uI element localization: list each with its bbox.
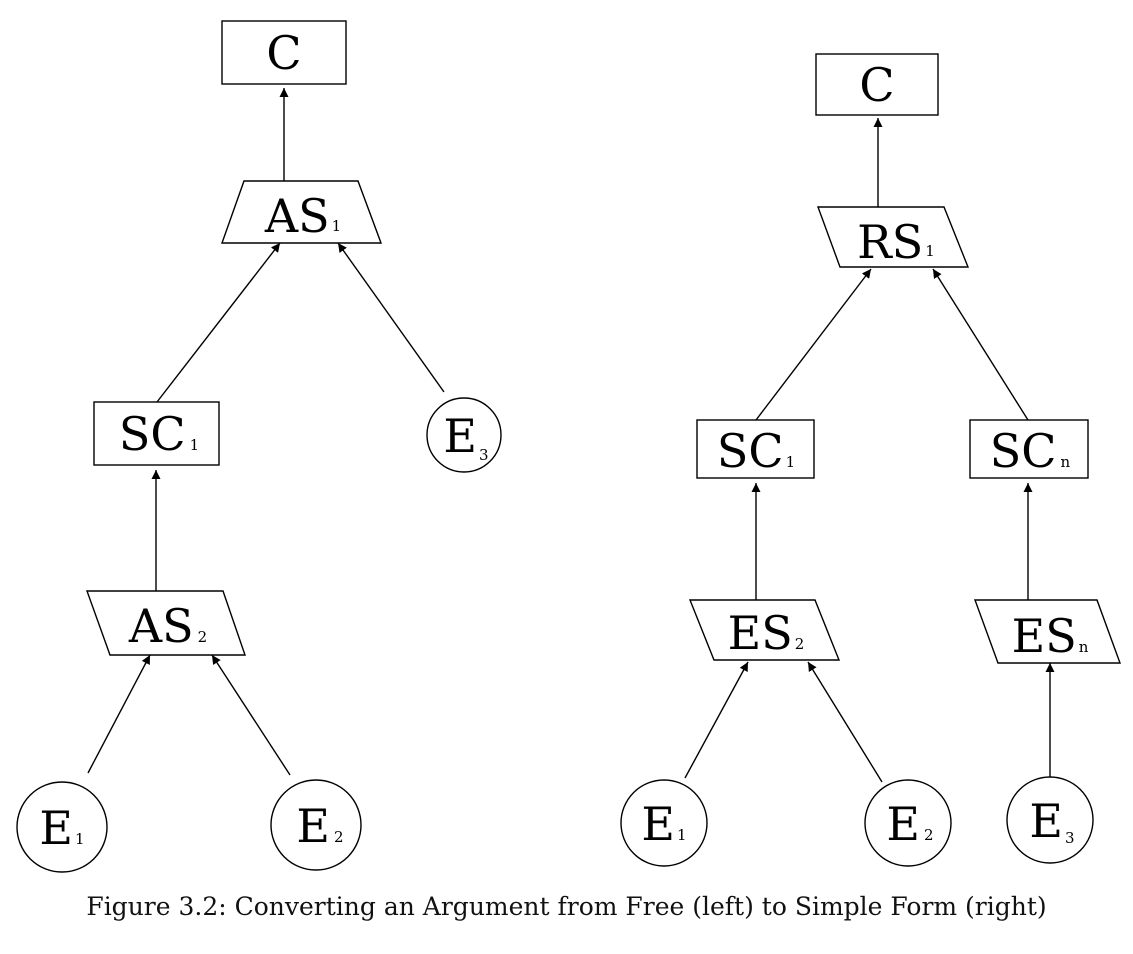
node-esn-right-subscript: n: [1079, 638, 1089, 656]
node-sc1-left-subscript: 1: [190, 436, 200, 454]
edge-sc1-to-as1-left: [156, 242, 281, 403]
node-as2-left-subscript: 2: [198, 628, 208, 646]
edge-e1-to-es2-right: [684, 661, 749, 779]
node-e3-left-label: E: [443, 409, 477, 463]
node-as1-left-subscript: 1: [332, 217, 342, 235]
node-c-left: C: [221, 20, 347, 85]
svg-text:SC1: SC1: [717, 424, 795, 478]
node-sc1-left-label: SC: [119, 407, 186, 461]
node-e1-left-subscript: 1: [75, 830, 85, 848]
svg-text:SC1: SC1: [119, 407, 199, 461]
node-e2-right-subscript: 2: [924, 826, 934, 844]
edge-scn-to-rs1-right: [932, 268, 1029, 421]
edge-e2-to-as2-left: [211, 654, 291, 776]
node-e1-right-label: E: [641, 797, 675, 851]
svg-text:AS1: AS1: [264, 189, 341, 243]
svg-text:ES2: ES2: [728, 606, 805, 660]
node-c-right: C: [815, 53, 939, 116]
edge-e1-to-as2-left: [87, 654, 151, 774]
node-scn-right-subscript: n: [1061, 453, 1071, 471]
svg-text:E3: E3: [443, 409, 488, 464]
node-rs1-right-subscript: 1: [925, 242, 935, 260]
edge-e3-to-as1-left: [337, 242, 445, 393]
node-c-left-label: C: [266, 26, 301, 80]
node-es2-right-label: ES: [728, 606, 793, 660]
node-c-right-label: C: [859, 58, 894, 112]
svg-text:C: C: [266, 26, 301, 80]
node-esn-right-label: ES: [1012, 609, 1077, 663]
svg-text:AS2: AS2: [128, 599, 207, 653]
edge-sc1-to-rs1-right: [755, 268, 872, 421]
node-e2-right-label: E: [886, 797, 920, 851]
svg-text:E1: E1: [39, 801, 84, 855]
edge-e2-to-es2-right: [807, 661, 883, 783]
svg-text:E2: E2: [886, 797, 933, 851]
node-rs1-right-label: RS: [857, 215, 923, 269]
svg-text:E1: E1: [641, 797, 686, 851]
node-scn-right-label: SC: [990, 424, 1057, 478]
node-e2-left-subscript: 2: [334, 828, 344, 846]
svg-text:SCn: SCn: [990, 424, 1071, 478]
svg-text:E2: E2: [296, 799, 343, 853]
node-sc1-right-label: SC: [717, 424, 784, 478]
node-es2-right-subscript: 2: [795, 635, 805, 653]
node-e1-left-label: E: [39, 801, 73, 855]
node-e3-right-subscript: 3: [1065, 829, 1075, 847]
figure-caption: Figure 3.2: Converting an Argument from …: [86, 892, 1047, 921]
node-e3-right-label: E: [1029, 794, 1063, 848]
node-e3-left-subscript: 3: [479, 446, 489, 464]
node-as2-left-label: AS: [128, 599, 194, 653]
svg-text:RS1: RS1: [857, 215, 935, 269]
node-e1-right-subscript: 1: [677, 826, 687, 844]
node-e2-left-label: E: [296, 799, 330, 853]
node-as1-left-label: AS: [264, 189, 330, 243]
svg-text:E3: E3: [1029, 794, 1074, 848]
svg-text:C: C: [859, 58, 894, 112]
svg-text:ESn: ESn: [1012, 609, 1089, 663]
node-sc1-right-subscript: 1: [786, 453, 796, 471]
